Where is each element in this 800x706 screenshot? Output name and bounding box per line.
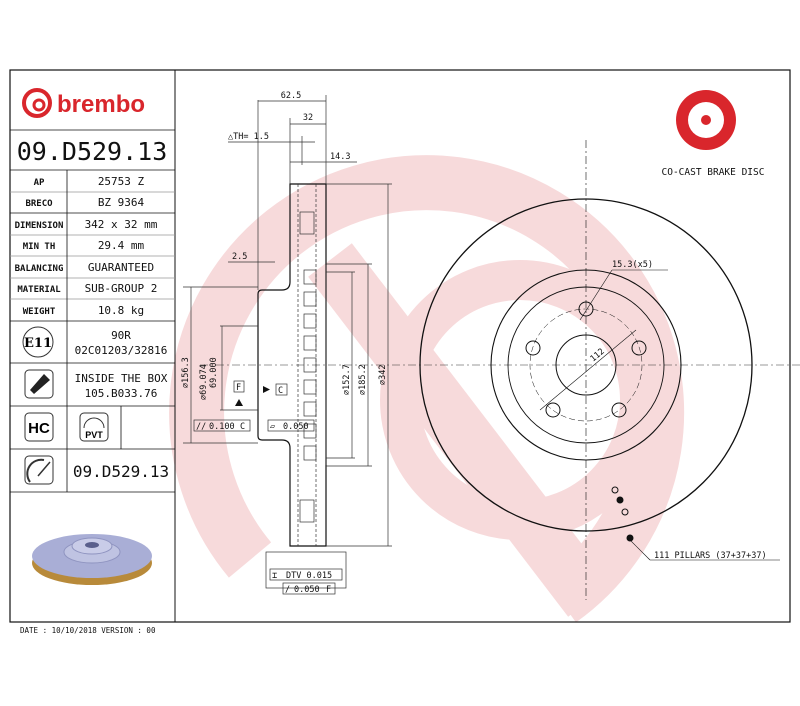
spec-value: 25753 Z [98, 175, 145, 188]
svg-text:14.3: 14.3 [330, 152, 350, 162]
screw-note: INSIDE THE BOX [75, 372, 168, 385]
pcd-label: 112 [589, 347, 607, 365]
svg-text:F: F [236, 383, 241, 393]
spec-label: MATERIAL [17, 285, 61, 295]
spec-value: BZ 9364 [98, 196, 145, 209]
spec-table-grid [10, 129, 175, 493]
homologation-number: 02C01203/32816 [75, 344, 168, 357]
part-number: 09.D529.13 [17, 137, 168, 166]
disc-wear-icon [24, 455, 54, 485]
disc-section-view [200, 183, 800, 547]
runout-tolerance: / 0.050 F [282, 582, 336, 595]
spec-value: 29.4 mm [98, 239, 145, 252]
bolt-hole-label: 15.3(x5) [612, 260, 653, 270]
svg-text:C: C [240, 422, 245, 432]
screw-part-number: 105.B033.76 [85, 387, 158, 400]
datum-c: C [263, 383, 288, 396]
dimension-lines [183, 95, 392, 589]
spec-label: BALANCING [15, 264, 64, 274]
svg-text:C: C [278, 386, 283, 396]
disc-type-label: CO-CAST BRAKE DISC [662, 167, 765, 178]
svg-text:32: 32 [303, 113, 313, 123]
svg-text://: // [196, 422, 206, 432]
spec-label: WEIGHT [23, 307, 56, 317]
svg-text:HC: HC [28, 420, 50, 437]
spec-label: AP [34, 178, 45, 188]
spec-value: SUB-GROUP 2 [85, 282, 158, 295]
svg-text:△TH= 1.5: △TH= 1.5 [228, 132, 269, 142]
svg-text:⌀152.7: ⌀152.7 [342, 364, 352, 395]
screw-icon [24, 369, 54, 399]
flatness-tolerance: ▱ 0.050 [267, 419, 315, 432]
homologation-code: 90R [111, 329, 131, 342]
spec-value: 10.8 kg [98, 304, 144, 317]
brembo-watermark [169, 155, 685, 623]
svg-text:⌀156.3: ⌀156.3 [181, 357, 191, 388]
brembo-logo: brembo [22, 88, 145, 118]
svg-text:62.5: 62.5 [281, 91, 301, 101]
part-number-footer: 09.D529.13 [73, 462, 169, 481]
svg-text:▱: ▱ [270, 422, 276, 432]
svg-text:⌀342: ⌀342 [378, 365, 388, 385]
spec-value: 342 x 32 mm [85, 218, 158, 231]
svg-text:⌀69.074: ⌀69.074 [199, 364, 209, 400]
svg-text:0.050: 0.050 [294, 585, 320, 595]
co-cast-logo [676, 90, 736, 150]
pillars-label: 111 PILLARS (37+37+37) [654, 551, 767, 561]
svg-text:⌀185.2: ⌀185.2 [358, 364, 368, 395]
svg-text:⌶: ⌶ [272, 571, 277, 581]
parallelism-tolerance: //0.100 C [193, 419, 251, 432]
svg-text:69.000: 69.000 [209, 357, 219, 388]
spec-label: DIMENSION [15, 221, 64, 231]
spec-label: BRECO [25, 199, 53, 209]
pvt-icon: PVT [79, 412, 109, 442]
svg-text:0.100: 0.100 [209, 422, 235, 432]
svg-text:2.5: 2.5 [232, 252, 247, 262]
svg-text:/: / [285, 585, 290, 595]
datum-f: F [233, 380, 245, 406]
disc-product-image [32, 534, 152, 585]
dimension-labels: 62.5 32 △TH= 1.5 14.3 2.5 ⌀156.3 ⌀69.074… [181, 91, 388, 595]
date-version: DATE : 10/10/2018 VERSION : 00 [20, 626, 156, 635]
e11-approval-icon: E11 [22, 326, 54, 358]
svg-text:F: F [326, 585, 331, 595]
svg-text:E11: E11 [24, 336, 52, 351]
dtv-tolerance: ⌶ DTV 0.015 [269, 568, 343, 581]
spec-rows: AP 25753 Z BRECO BZ 9364 DIMENSION 342 x… [15, 175, 158, 317]
sheet-frame [9, 69, 791, 623]
svg-text:0.050: 0.050 [283, 422, 309, 432]
disc-front-view [419, 140, 780, 600]
svg-text:PVT: PVT [85, 430, 103, 440]
spec-value: GUARANTEED [88, 261, 154, 274]
svg-text:brembo: brembo [57, 91, 145, 118]
spec-label: MIN TH [23, 242, 56, 252]
hc-icon: HC [24, 412, 54, 442]
svg-text:DTV 0.015: DTV 0.015 [286, 571, 332, 581]
